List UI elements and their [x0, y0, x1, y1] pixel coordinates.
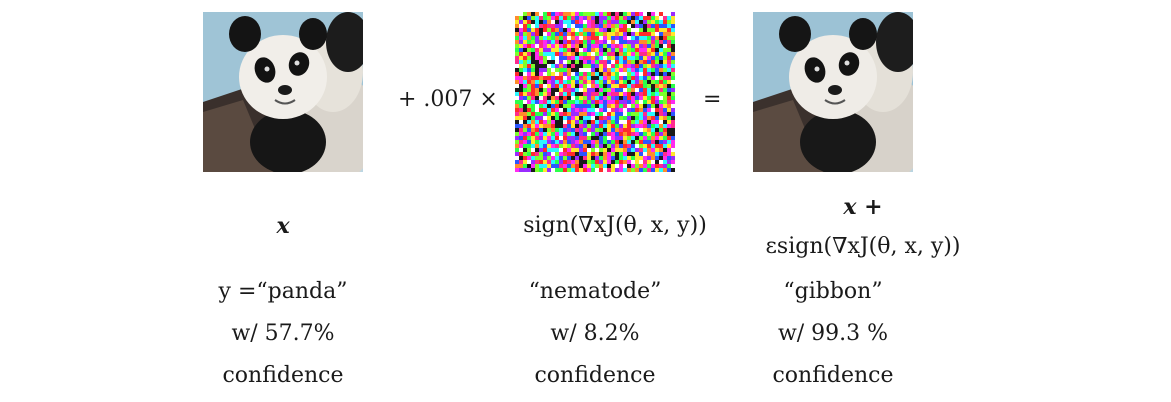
caption-class: y =“panda”	[218, 279, 348, 304]
caption-adversarial: “gibbon” w/ 99.3 % confidence	[743, 271, 923, 397]
noise-pattern	[515, 12, 675, 172]
perturbation-noise-image	[515, 12, 675, 172]
caption-confidence: w/ 8.2%	[550, 321, 640, 346]
caption-class: “nematode”	[528, 279, 662, 304]
caption-class: “gibbon”	[783, 279, 883, 304]
panda-image-adversarial	[753, 12, 913, 172]
perturbation-label: sign(∇xJ(θ, x, y))	[523, 213, 707, 238]
panda-illustration-adversarial	[753, 12, 913, 172]
equals-operator: =	[703, 87, 722, 112]
caption-confidence-word: confidence	[772, 363, 894, 388]
adversarial-label-line1: x +	[843, 194, 883, 220]
panda-illustration	[203, 12, 363, 172]
adversarial-label-line2: εsign(∇xJ(θ, x, y))	[765, 234, 961, 259]
caption-confidence: w/ 57.7%	[231, 321, 335, 346]
caption-confidence-word: confidence	[222, 363, 344, 388]
caption-confidence: w/ 99.3 %	[777, 321, 889, 346]
caption-original: y =“panda” w/ 57.7% confidence	[193, 271, 373, 397]
caption-confidence-word: confidence	[534, 363, 656, 388]
plus-coefficient-operator: + .007 ×	[398, 87, 498, 112]
panda-image-original	[203, 12, 363, 172]
input-label: x	[276, 213, 290, 239]
caption-perturbation: “nematode” w/ 8.2% confidence	[505, 271, 685, 397]
